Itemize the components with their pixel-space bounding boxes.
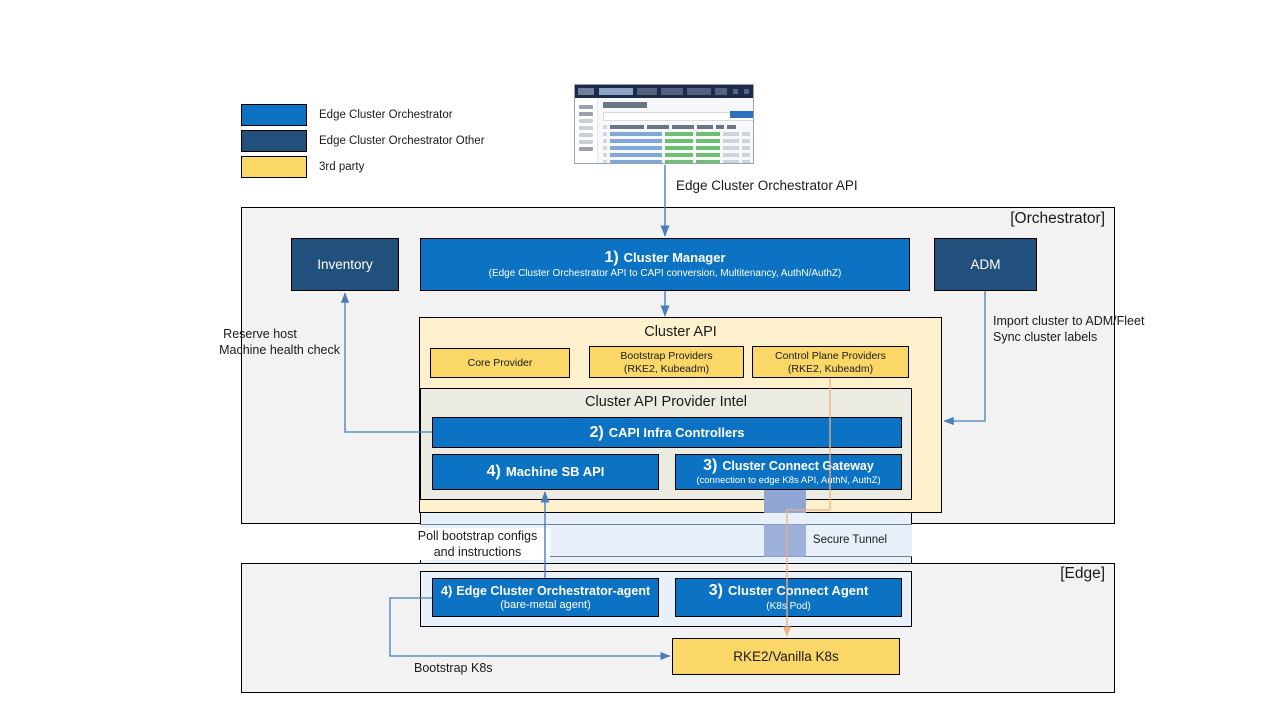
thumbnail-nav-item (579, 105, 593, 109)
cluster-manager-number: 1) (604, 249, 619, 267)
capi-infra-controllers-title: CAPI Infra Controllers (608, 424, 745, 440)
console-screenshot-thumbnail[interactable] (574, 84, 754, 164)
tunnel-connector-upper (420, 513, 912, 524)
edge-cluster-orchestrator-agent-box[interactable]: 4) Edge Cluster Orchestrator-agent (bare… (432, 578, 659, 617)
machine-sb-api-number: 4) (486, 463, 501, 480)
secure-tunnel-label: Secure Tunnel (812, 534, 888, 546)
machine-sb-api-title: Machine SB API (505, 464, 605, 479)
reserve-host-line-1: Reserve host (223, 327, 297, 341)
poll-bootstrap-line-1: Poll bootstrap configs (417, 529, 538, 543)
thumbnail-main (598, 98, 753, 163)
inventory-label: Inventory (317, 257, 373, 272)
edge-agent-number: 4) (440, 583, 453, 599)
legend-item: Edge Cluster Orchestrator Other (241, 130, 485, 152)
thumbnail-icon (733, 89, 738, 94)
cluster-manager-box[interactable]: 1) Cluster Manager (Edge Cluster Orchest… (420, 238, 910, 291)
reserve-host-line-2: Machine health check (219, 343, 340, 357)
thumbnail-nav-item (579, 140, 593, 144)
legend: Edge Cluster Orchestrator Edge Cluster O… (241, 104, 485, 178)
adm-label: ADM (970, 257, 1001, 272)
bootstrap-providers-title: Bootstrap Providers (620, 349, 713, 362)
thumbnail-icon (722, 89, 727, 94)
capi-infra-controllers-number: 2) (589, 423, 604, 441)
thumbnail-table-row (603, 131, 753, 136)
thumbnail-nav-item (579, 119, 593, 123)
import-cluster-annotation: Import cluster to ADM/Fleet Sync cluster… (993, 313, 1193, 345)
thumbnail-nav-item (579, 126, 593, 130)
inventory-box[interactable]: Inventory (291, 238, 399, 291)
poll-bootstrap-line-2: and instructions (433, 545, 522, 559)
cluster-manager-subtitle: (Edge Cluster Orchestrator API to CAPI c… (488, 268, 842, 280)
thumbnail-search-input (603, 112, 753, 121)
edge-zone-label: [Edge] (1060, 565, 1105, 582)
thumbnail-tab (637, 88, 657, 95)
cluster-manager-title: Cluster Manager (623, 250, 726, 266)
import-cluster-line-2: Sync cluster labels (993, 330, 1098, 344)
bootstrap-providers-box[interactable]: Bootstrap Providers (RKE2, Kubeadm) (589, 346, 744, 378)
legend-item: 3rd party (241, 156, 485, 178)
thumbnail-tab (599, 88, 633, 95)
capi-infra-controllers-box[interactable]: 2) CAPI Infra Controllers (432, 417, 902, 448)
poll-bootstrap-annotation: Poll bootstrap configs and instructions (405, 528, 550, 560)
thumbnail-logo (578, 88, 594, 95)
bootstrap-k8s-annotation: Bootstrap K8s (414, 661, 493, 675)
thumbnail-table-row (603, 146, 753, 151)
control-plane-providers-subtitle: (RKE2, Kubeadm) (787, 363, 874, 375)
thumbnail-nav-item (579, 147, 593, 151)
core-provider-box[interactable]: Core Provider (430, 348, 570, 378)
control-plane-providers-box[interactable]: Control Plane Providers (RKE2, Kubeadm) (752, 346, 909, 378)
edge-cluster-orchestrator-api-label: Edge Cluster Orchestrator API (676, 178, 858, 193)
cluster-api-title: Cluster API (644, 324, 717, 340)
thumbnail-sidebar (575, 98, 598, 163)
machine-sb-api-box[interactable]: 4) Machine SB API (432, 454, 659, 490)
legend-swatch-edge-cluster-orchestrator-other (241, 130, 307, 152)
legend-label: Edge Cluster Orchestrator (319, 109, 453, 121)
import-cluster-line-1: Import cluster to ADM/Fleet (993, 314, 1145, 328)
thumbnail-table-row (603, 138, 753, 143)
edge-agent-subtitle: (bare-metal agent) (500, 599, 591, 612)
cluster-connect-gateway-box[interactable]: 3) Cluster Connect Gateway (connection t… (675, 454, 902, 490)
legend-item: Edge Cluster Orchestrator (241, 104, 485, 126)
thumbnail-icon (744, 89, 749, 94)
thumbnail-nav-item (579, 133, 593, 137)
cluster-connect-agent-number: 3) (708, 582, 723, 600)
adm-box[interactable]: ADM (934, 238, 1037, 291)
cluster-connect-gateway-title: Cluster Connect Gateway (722, 459, 874, 474)
thumbnail-table-header (603, 124, 753, 129)
core-provider-title: Core Provider (467, 357, 533, 370)
rke2-vanilla-k8s-label: RKE2/Vanilla K8s (733, 649, 839, 664)
orchestrator-zone-label: [Orchestrator] (1010, 210, 1105, 227)
rke2-vanilla-k8s-box[interactable]: RKE2/Vanilla K8s (672, 638, 900, 675)
legend-label: 3rd party (319, 161, 365, 173)
thumbnail-page-title (603, 102, 647, 108)
reserve-host-annotation: Reserve host Machine health check (180, 326, 340, 358)
control-plane-providers-title: Control Plane Providers (775, 349, 886, 362)
cluster-connect-gateway-number: 3) (703, 457, 718, 475)
legend-swatch-3rd-party (241, 156, 307, 178)
edge-agent-title: Edge Cluster Orchestrator-agent (456, 584, 651, 599)
cluster-connect-agent-title: Cluster Connect Agent (727, 583, 869, 599)
thumbnail-topbar (575, 85, 753, 98)
cluster-connect-agent-box[interactable]: 3) Cluster Connect Agent (K8s Pod) (675, 578, 902, 617)
cluster-connect-gateway-subtitle: (connection to edge K8s API, AuthN, Auth… (696, 475, 881, 487)
legend-label: Edge Cluster Orchestrator Other (319, 135, 485, 147)
thumbnail-tab (661, 88, 683, 95)
thumbnail-tab (715, 88, 727, 95)
thumbnail-table-row (603, 153, 753, 158)
thumbnail-table-row (603, 160, 753, 163)
bootstrap-providers-subtitle: (RKE2, Kubeadm) (623, 363, 710, 375)
cluster-connect-agent-subtitle: (K8s Pod) (766, 601, 811, 613)
thumbnail-tab (687, 88, 711, 95)
legend-swatch-edge-cluster-orchestrator (241, 104, 307, 126)
thumbnail-nav-item (579, 112, 593, 116)
thumbnail-primary-button (730, 111, 753, 118)
cluster-api-provider-intel-title: Cluster API Provider Intel (585, 394, 747, 410)
thumbnail-body (575, 98, 753, 163)
